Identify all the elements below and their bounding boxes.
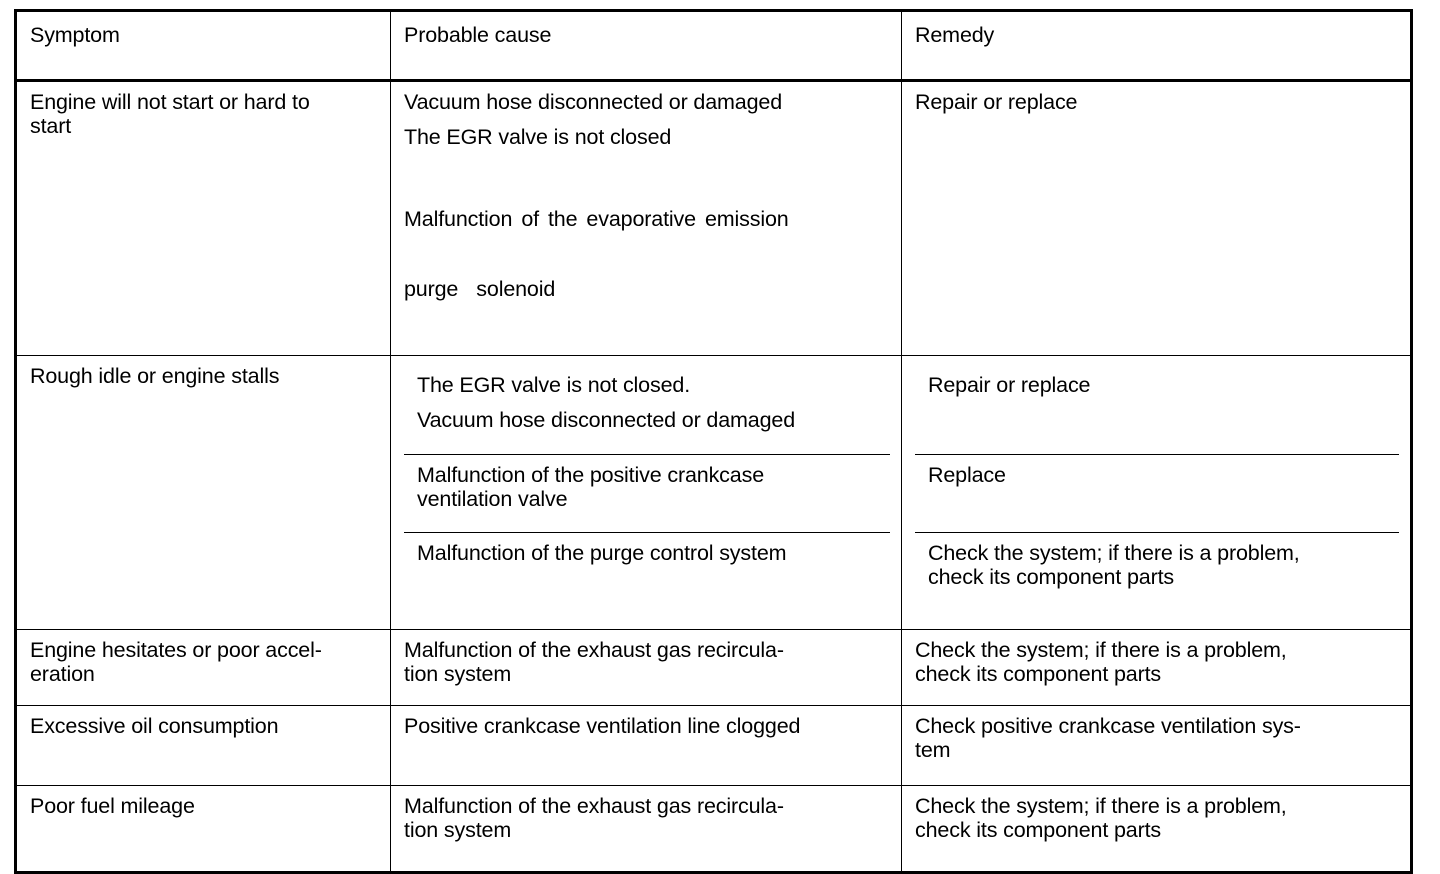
symptom-line: eration bbox=[30, 662, 95, 687]
cause-line: Positive crankcase ventilation line clog… bbox=[404, 714, 801, 739]
remedy-cell: Check the system; if there is a problem,… bbox=[901, 629, 1412, 707]
cause-line: The EGR valve is not closed bbox=[404, 124, 672, 149]
table-row: Engine hesitates or poor accel- eration … bbox=[15, 629, 1412, 707]
cause-line: tion system bbox=[404, 818, 512, 843]
remedy-line: Check the system; if there is a problem, bbox=[915, 794, 1287, 819]
symptom-line: Excessive oil consumption bbox=[30, 714, 279, 739]
remedy-line: Check the system; if there is a problem, bbox=[928, 541, 1300, 566]
remedy-line: tem bbox=[915, 738, 951, 763]
cause-line: Vacuum hose disconnected or damaged bbox=[417, 408, 796, 433]
cause-line-justified: Malfunction of the evaporative emission … bbox=[404, 160, 890, 349]
cause-line: The EGR valve is not closed. bbox=[417, 373, 691, 398]
remedy-line: Repair or replace bbox=[915, 90, 1078, 114]
cause-line: Malfunction of the exhaust gas recircula… bbox=[404, 794, 784, 819]
remedy-cell: Repair or replace Replace Check the syst… bbox=[901, 355, 1412, 631]
probable-cause-cell: Vacuum hose disconnected or damaged The … bbox=[390, 79, 902, 357]
cause-line: ventilation valve bbox=[417, 487, 568, 512]
table-body: Engine will not start or hard to start V… bbox=[15, 79, 1412, 874]
remedy-cell: Check positive crankcase ventilation sys… bbox=[901, 705, 1412, 787]
symptom-line: Rough idle or engine stalls bbox=[30, 364, 280, 389]
symptom-line: Poor fuel mileage bbox=[30, 794, 195, 819]
symptom-cell: Rough idle or engine stalls bbox=[15, 355, 391, 631]
cause-line: Malfunction of the purge control system bbox=[417, 541, 787, 566]
remedy-cell: Check the system; if there is a problem,… bbox=[901, 785, 1412, 874]
remedy-line: Replace bbox=[928, 463, 1006, 488]
remedy-subrow: Check the system; if there is a problem,… bbox=[915, 533, 1399, 614]
symptom-line: Engine will not start or hard to bbox=[30, 90, 310, 114]
remedy-line: Repair or replace bbox=[928, 373, 1091, 398]
cause-subrow: The EGR valve is not closed. Vacuum hose… bbox=[404, 365, 890, 456]
symptom-cell: Excessive oil consumption bbox=[15, 705, 391, 787]
column-header-probable-cause: Probable cause bbox=[390, 10, 902, 82]
probable-cause-cell: The EGR valve is not closed. Vacuum hose… bbox=[390, 355, 902, 631]
cause-subrow: Malfunction of the positive crankcase ve… bbox=[404, 455, 890, 534]
cause-line: Malfunction of the positive crankcase bbox=[417, 463, 764, 488]
symptom-line: Engine hesitates or poor accel- bbox=[30, 638, 322, 663]
table-row: Poor fuel mileage Malfunction of the exh… bbox=[15, 785, 1412, 874]
probable-cause-cell: Malfunction of the exhaust gas recircula… bbox=[390, 629, 902, 707]
remedy-line: check its component parts bbox=[928, 565, 1175, 590]
remedy-cell: Repair or replace bbox=[901, 79, 1412, 357]
troubleshooting-table: Symptom Probable cause Remedy Engine wil… bbox=[14, 9, 1413, 874]
table-row: Excessive oil consumption Positive crank… bbox=[15, 705, 1412, 787]
table-row: Engine will not start or hard to start V… bbox=[15, 79, 1412, 357]
cause-line: purge solenoid bbox=[404, 277, 556, 302]
table-row: Rough idle or engine stalls The EGR valv… bbox=[15, 355, 1412, 631]
cause-line: Malfunction of the evaporative emission bbox=[404, 206, 789, 231]
column-header-symptom: Symptom bbox=[15, 10, 391, 82]
header-row: Symptom Probable cause Remedy bbox=[15, 10, 1412, 82]
remedy-line: Check the system; if there is a problem, bbox=[915, 638, 1287, 663]
symptom-cell: Poor fuel mileage bbox=[15, 785, 391, 874]
remedy-subrow: Repair or replace bbox=[915, 365, 1399, 456]
cause-line: tion system bbox=[404, 662, 512, 687]
remedy-line: Check positive crankcase ventilation sys… bbox=[915, 714, 1301, 739]
symptom-cell: Engine will not start or hard to start bbox=[15, 79, 391, 357]
remedy-line: check its component parts bbox=[915, 662, 1162, 687]
cause-line: Malfunction of the exhaust gas recircula… bbox=[404, 638, 784, 663]
symptom-line: start bbox=[30, 113, 72, 138]
remedy-subrow: Replace bbox=[915, 455, 1399, 534]
probable-cause-cell: Positive crankcase ventilation line clog… bbox=[390, 705, 902, 787]
cause-line: Vacuum hose disconnected or damaged bbox=[404, 90, 783, 114]
column-header-remedy: Remedy bbox=[901, 10, 1412, 82]
table-header: Symptom Probable cause Remedy bbox=[15, 10, 1412, 82]
remedy-line: check its component parts bbox=[915, 818, 1162, 843]
cause-subrow: Malfunction of the purge control system bbox=[404, 533, 890, 614]
symptom-cell: Engine hesitates or poor accel- eration bbox=[15, 629, 391, 707]
page-sheet: Symptom Probable cause Remedy Engine wil… bbox=[14, 9, 1413, 874]
probable-cause-cell: Malfunction of the exhaust gas recircula… bbox=[390, 785, 902, 874]
